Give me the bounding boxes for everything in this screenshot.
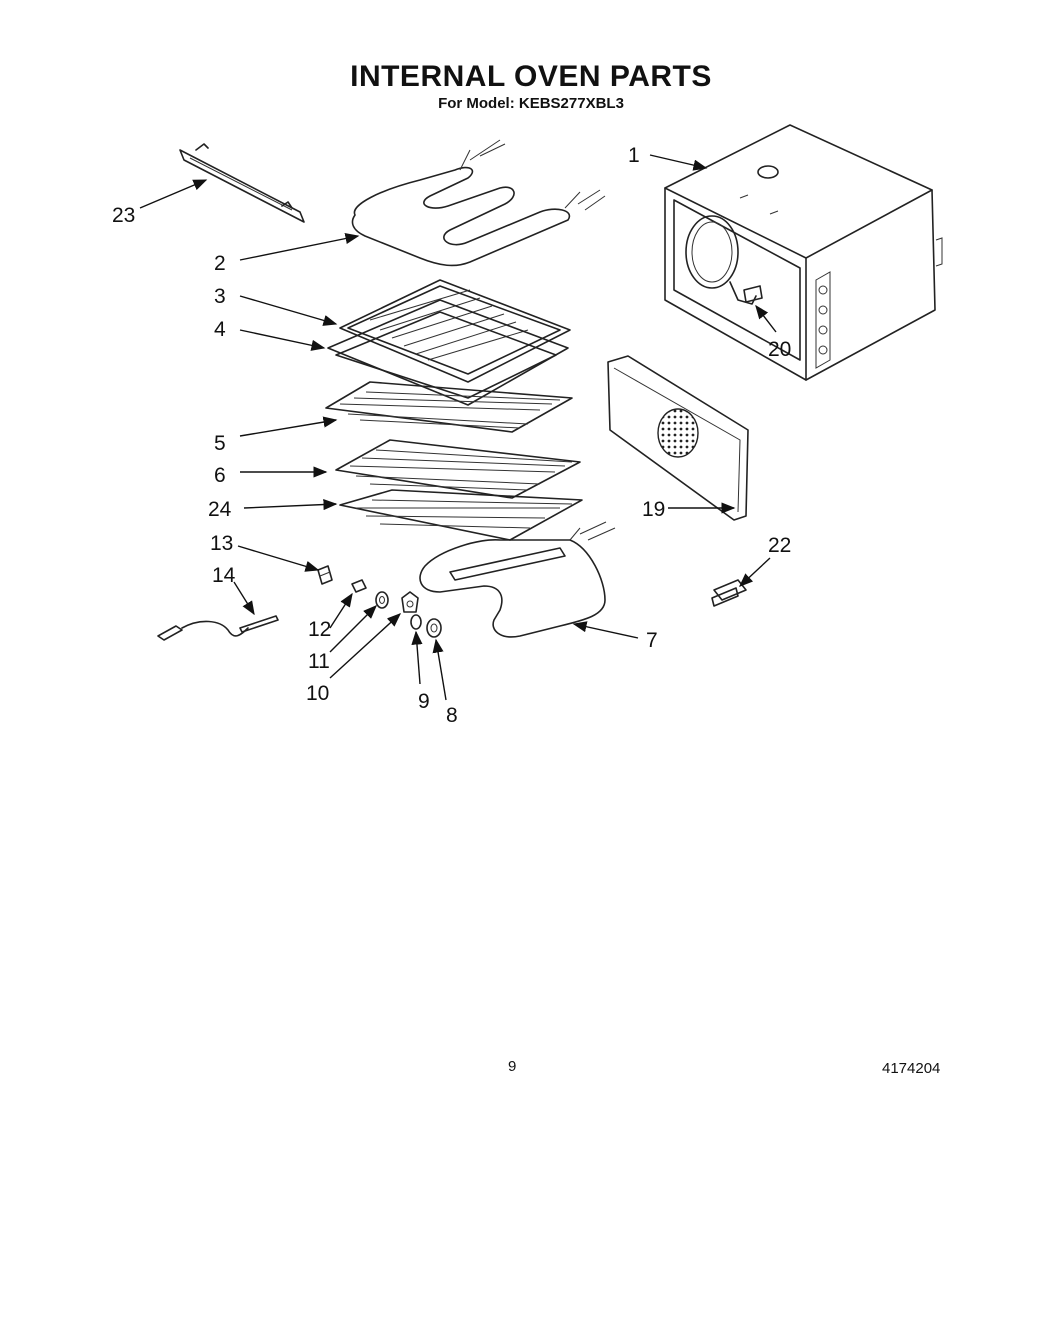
callout-9: 9 bbox=[418, 690, 430, 713]
page-number: 9 bbox=[508, 1058, 517, 1075]
callout-14: 14 bbox=[212, 564, 236, 587]
callout-23: 23 bbox=[112, 204, 135, 227]
part-6-oven-rack bbox=[335, 439, 581, 499]
callout-2: 2 bbox=[214, 252, 226, 275]
callout-4: 4 bbox=[214, 318, 226, 341]
callout-13: 13 bbox=[210, 532, 233, 555]
document-number: 4174204 bbox=[882, 1060, 941, 1077]
callout-19: 19 bbox=[642, 498, 665, 521]
part-2-broil-element bbox=[351, 139, 606, 267]
part-3-broiler-grid bbox=[339, 279, 571, 383]
callout-5: 5 bbox=[214, 432, 226, 455]
part-20-clip bbox=[743, 285, 763, 303]
part-1-oven-cavity bbox=[664, 124, 943, 381]
callout-6: 6 bbox=[214, 464, 226, 487]
model-subtitle: For Model: KEBS277XBL3 bbox=[438, 95, 624, 112]
callout-22: 22 bbox=[768, 534, 791, 557]
part-7-bake-element bbox=[419, 521, 616, 638]
callout-7: 7 bbox=[646, 629, 658, 652]
part-12-insulator bbox=[351, 579, 367, 593]
callout-12: 12 bbox=[308, 618, 331, 641]
callout-8: 8 bbox=[446, 704, 458, 727]
part-5-oven-rack bbox=[325, 381, 573, 433]
callout-10: 10 bbox=[306, 682, 329, 705]
part-19-fan-cover bbox=[607, 355, 749, 521]
part-24-rack bbox=[339, 489, 583, 541]
callout-20: 20 bbox=[768, 338, 791, 361]
callout-24: 24 bbox=[208, 498, 232, 521]
part-22-bracket bbox=[711, 579, 747, 607]
part-8-nut bbox=[426, 618, 442, 638]
callout-labels: 1 2 3 4 5 6 7 8 9 10 11 12 13 14 19 20 2… bbox=[112, 144, 791, 727]
part-10-fitting bbox=[401, 591, 419, 613]
part-23-bracket bbox=[179, 143, 305, 223]
callout-11: 11 bbox=[308, 650, 330, 673]
leader-lines bbox=[139, 154, 777, 701]
part-14-temperature-sensor bbox=[157, 615, 279, 641]
part-9-washer bbox=[410, 614, 422, 630]
page-title: INTERNAL OVEN PARTS bbox=[350, 60, 712, 93]
callout-1: 1 bbox=[628, 144, 640, 167]
part-13-sensor-clip bbox=[317, 565, 333, 585]
callout-3: 3 bbox=[214, 285, 226, 308]
part-11-washer bbox=[375, 591, 389, 609]
